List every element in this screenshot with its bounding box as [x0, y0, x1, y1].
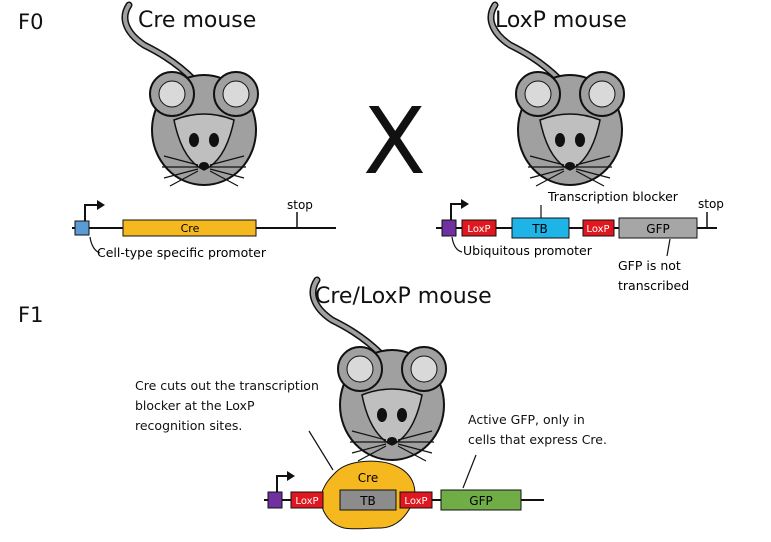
cre-mouse-title: Cre mouse: [138, 8, 257, 33]
loxp-label-right: LoxP: [586, 224, 609, 235]
loxp-site-right: [399, 491, 433, 509]
cre-mouse-illustration: [125, 5, 258, 186]
gfp-not-transcribed-line2: transcribed: [618, 278, 689, 293]
cell-type-promoter-label: Cell-type specific promoter: [97, 245, 267, 260]
loxp-site-left: [461, 219, 497, 237]
generation-label-f0: F0: [18, 10, 44, 34]
gfp-active-block: [440, 489, 522, 511]
offspring-mouse-illustration: [313, 280, 446, 461]
loxp-mouse-illustration: [491, 5, 624, 186]
cre-gene-label: Cre: [181, 222, 200, 235]
cre-gene-block: [122, 219, 257, 237]
loxp-label-left: LoxP: [467, 224, 490, 235]
offspring-mouse-title: Cre/LoxP mouse: [315, 284, 492, 309]
loxp-site-left: [290, 491, 324, 509]
cre-construct: Cre stop Cell-type specific promoter: [72, 198, 336, 260]
gfp-label: GFP: [646, 222, 669, 236]
transcription-blocker-label: Transcription blocker: [547, 189, 679, 204]
gfp-not-transcribed-line1: GFP is not: [618, 258, 681, 273]
cre-enzyme-label: Cre: [358, 471, 378, 485]
transcription-start-arrow-icon: [276, 475, 288, 492]
ubiquitous-promoter-label: Ubiquitous promoter: [463, 243, 593, 258]
cre-cut-note-line2: blocker at the LoxP: [135, 398, 255, 413]
tb-label: TB: [531, 222, 548, 236]
active-gfp-note-line1: Active GFP, only in: [468, 412, 585, 427]
transcription-start-arrow-icon: [84, 204, 98, 221]
cell-type-promoter-block: [74, 220, 90, 236]
loxp-label-left: LoxP: [295, 496, 318, 507]
active-gfp-note-line2: cells that express Cre.: [468, 432, 607, 447]
loxp-construct: LoxP TB LoxP GFP stop Transcription bloc…: [436, 189, 724, 293]
generation-label-f1: F1: [18, 303, 44, 327]
loxp-stop-label: stop: [698, 197, 724, 211]
active-gfp-note: Active GFP, only in cells that express C…: [468, 410, 607, 450]
loxp-mouse-title: LoxP mouse: [495, 8, 627, 33]
gfp-label: GFP: [469, 494, 492, 508]
ubiquitous-promoter-block: [441, 219, 457, 237]
transcription-start-arrow-icon: [450, 203, 462, 220]
cre-stop-label: stop: [287, 198, 313, 212]
cre-cut-note-line1: Cre cuts out the transcription: [135, 378, 319, 393]
cross-symbol: X: [363, 88, 427, 195]
cre-cut-note-line3: recognition sites.: [135, 418, 243, 433]
loxp-label-right: LoxP: [404, 496, 427, 507]
tb-label: TB: [359, 494, 376, 508]
cre-cut-note: Cre cuts out the transcription blocker a…: [135, 376, 319, 436]
offspring-construct: Cre LoxP TB LoxP GFP: [264, 430, 544, 530]
loxp-site-right: [582, 219, 615, 237]
transcription-blocker-block: [339, 489, 397, 511]
gfp-inactive-block: [618, 217, 698, 239]
ubiquitous-promoter-block: [267, 491, 283, 509]
